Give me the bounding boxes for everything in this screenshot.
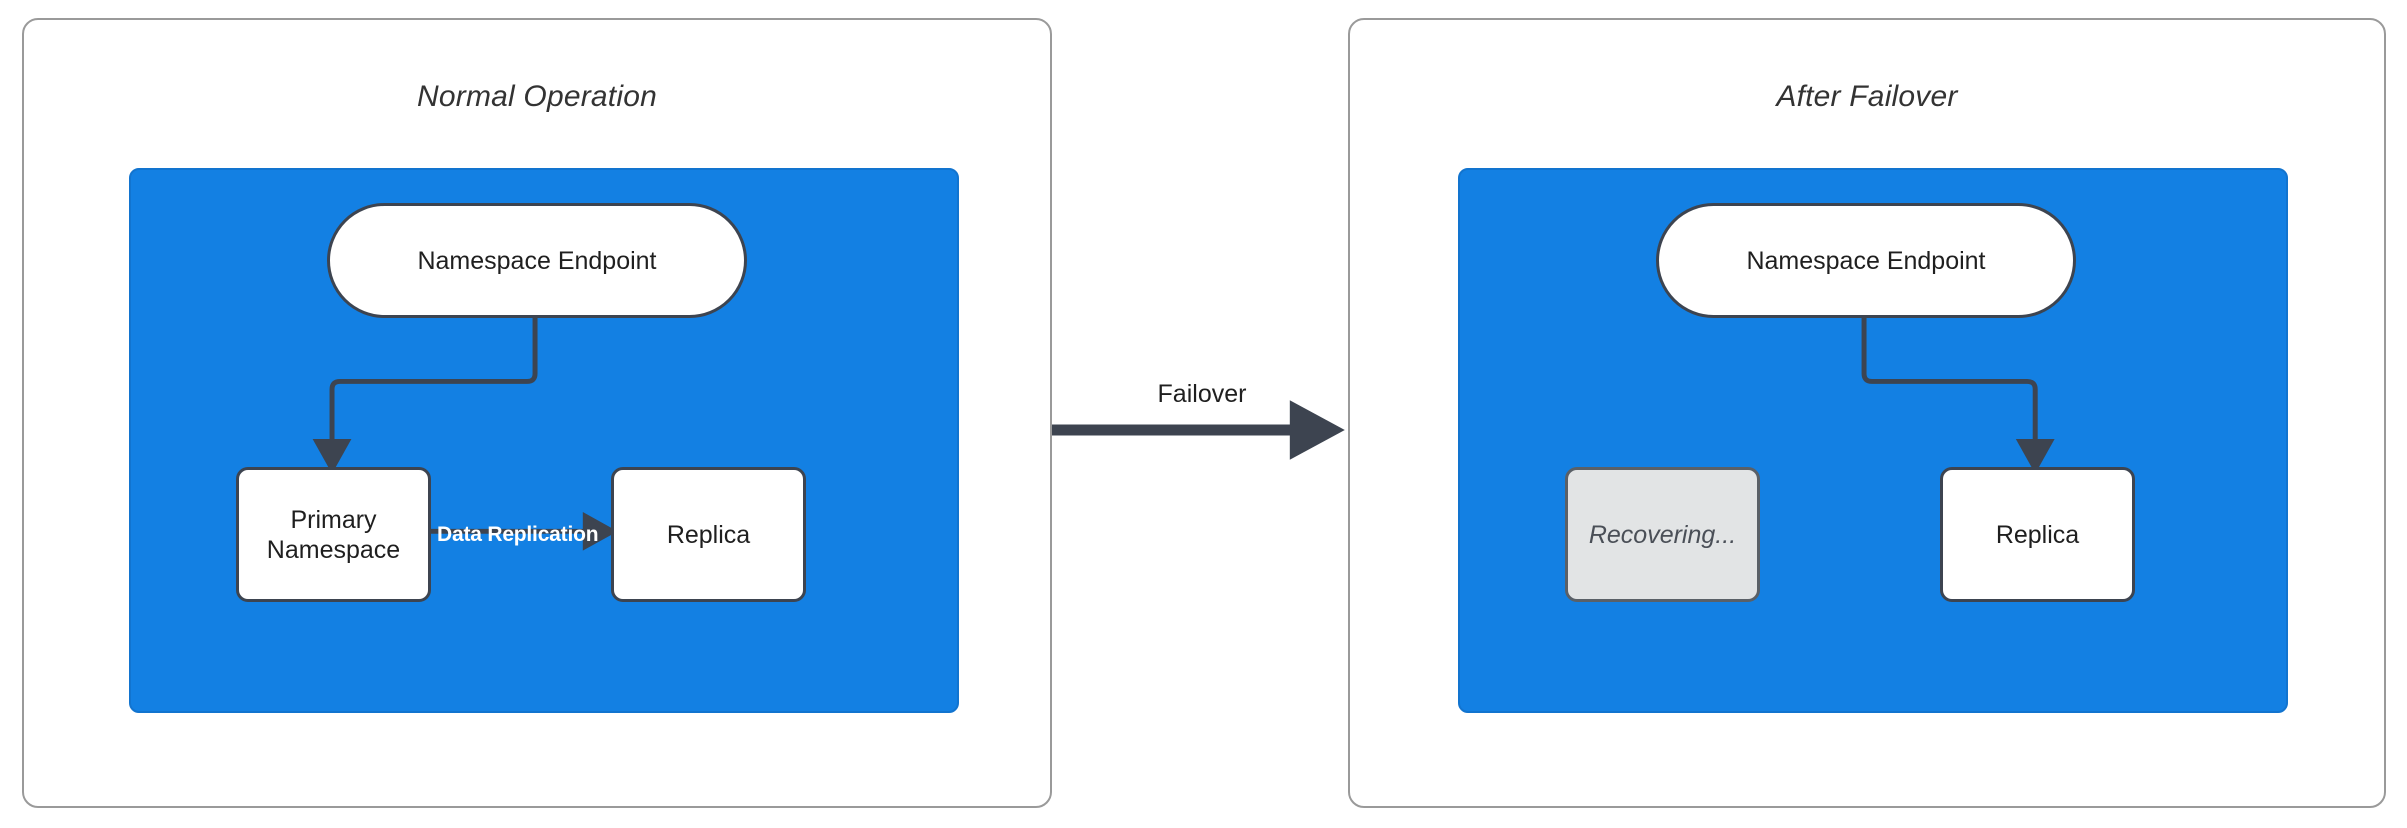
- failover-transition: Failover: [1052, 380, 1352, 460]
- failover-label: Failover: [1157, 380, 1247, 408]
- node-recovering[interactable]: Recovering...: [1565, 467, 1760, 602]
- node-namespace-endpoint-failover[interactable]: Namespace Endpoint: [1656, 203, 2076, 318]
- edge-label-data-replication: Data Replication: [437, 523, 599, 546]
- node-primary-namespace[interactable]: Primary Namespace: [236, 467, 431, 602]
- edge-endpoint-to-replica: [1861, 314, 2055, 474]
- node-primary-line1: Primary: [290, 505, 377, 534]
- node-replica-failover[interactable]: Replica: [1940, 467, 2135, 602]
- cluster-normal-operation: Namespace Endpoint Primary Namespace Rep…: [129, 168, 959, 713]
- panel-normal-operation: Normal Operation Namespace Endpoint: [22, 18, 1052, 808]
- panel-title-after-failover: After Failover: [1776, 80, 1958, 113]
- panel-title-normal-operation: Normal Operation: [417, 80, 657, 113]
- node-primary-line2: Namespace: [266, 535, 401, 564]
- node-namespace-endpoint-normal[interactable]: Namespace Endpoint: [327, 203, 747, 318]
- edge-endpoint-to-primary: [312, 314, 538, 474]
- cluster-after-failover: Namespace Endpoint Recovering... Replica: [1458, 168, 2288, 713]
- node-replica-normal[interactable]: Replica: [611, 467, 806, 602]
- panel-after-failover: After Failover Namespace Endpoint Recove…: [1348, 18, 2386, 808]
